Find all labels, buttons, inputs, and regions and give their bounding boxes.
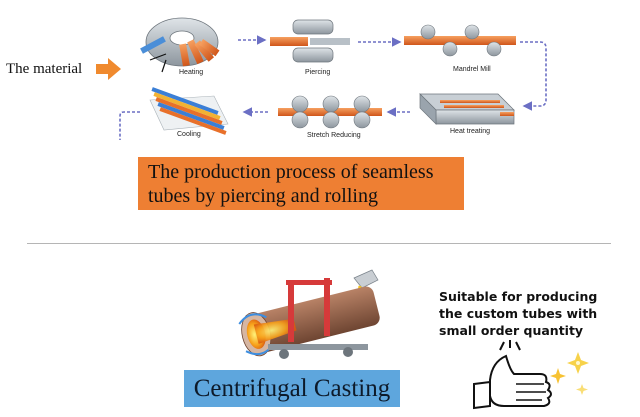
seamless-process-diagram: Heating Piercing Mandrel Mill Heat treat…: [119, 17, 547, 140]
centrifugal-casting-machine: [238, 269, 380, 359]
flow-arrow: [520, 41, 547, 111]
heating-furnace: [140, 17, 220, 73]
step-label-stretch-reducing: Stretch Reducing: [307, 132, 361, 139]
step-label-cooling: Cooling: [177, 131, 201, 138]
stretch-reducing-mill: [278, 95, 382, 129]
step-label-piercing: Piercing: [305, 69, 330, 76]
suitable-note: Suitable for producing the custom tubes …: [439, 289, 598, 338]
centrifugal-caption-box: [184, 370, 400, 407]
flow-arrow: [119, 111, 140, 140]
step-label-mandrel-mill: Mandrel Mill: [453, 66, 491, 73]
cooling-bed: [149, 87, 229, 135]
material-label: The material: [6, 61, 83, 77]
step-label-heating: Heating: [179, 69, 203, 76]
mandrel-mill: [404, 24, 516, 57]
material-arrow-icon: [96, 58, 121, 80]
thumbs-up-icon: [473, 340, 589, 410]
section-divider: [27, 243, 611, 244]
centrifugal-caption: Centrifugal Casting: [193, 375, 391, 402]
heat-treating-furnace: [419, 93, 515, 125]
piercing-mill: [270, 19, 350, 63]
seamless-caption-box: [138, 157, 464, 210]
step-label-heat-treating: Heat treating: [450, 128, 490, 135]
seamless-caption: The production process of seamless tubes…: [148, 161, 434, 207]
sparkle-icon: [550, 352, 589, 395]
